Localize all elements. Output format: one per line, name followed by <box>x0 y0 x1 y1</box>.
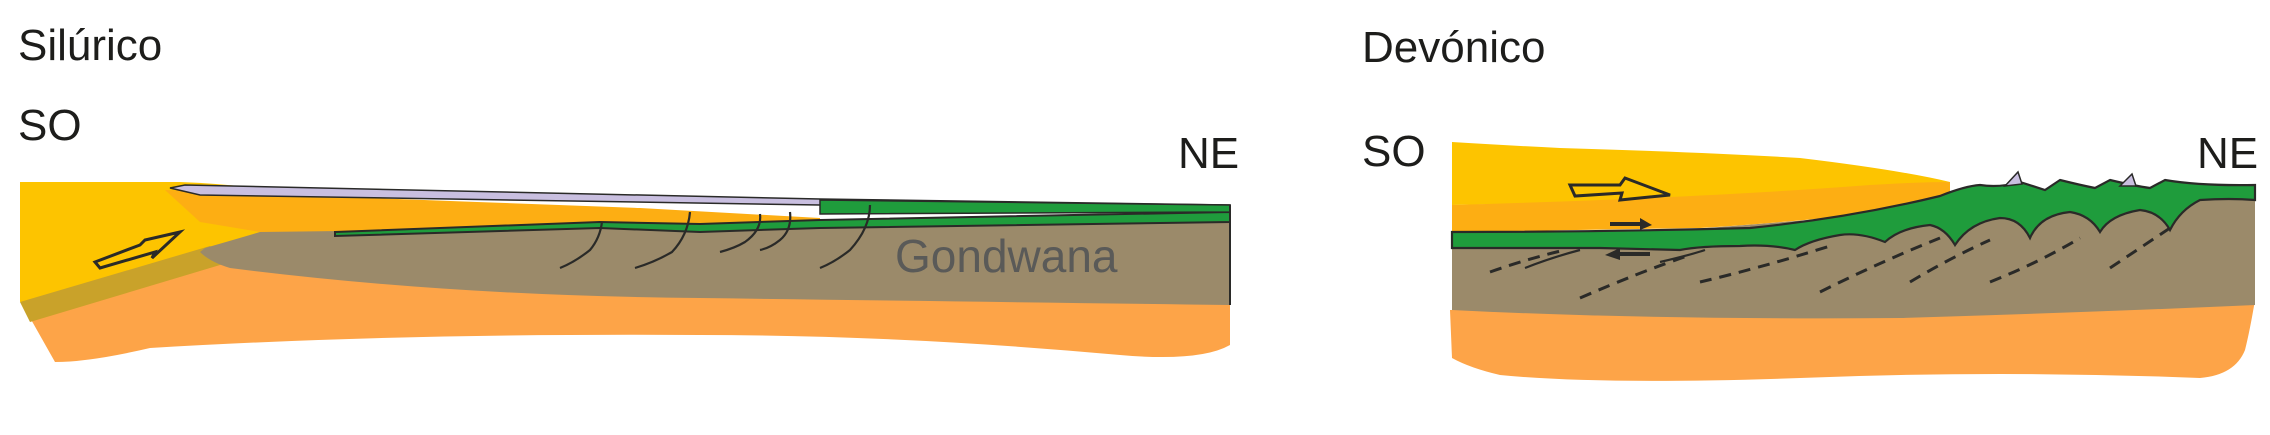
devonian-title: Devónico <box>1362 23 1545 72</box>
devonian-green-layer <box>1450 178 2257 252</box>
silurian-title: Silúrico <box>18 21 162 70</box>
devonian-fault-2 <box>1579 253 1691 300</box>
devonian-shear-arrow-icon <box>1567 176 1671 202</box>
silurian-right-label: NE <box>1178 129 1239 178</box>
silurian-orange-wedge <box>165 190 820 232</box>
devonian-right-label: NE <box>2197 129 2258 178</box>
silurian-dark-yellow-band <box>20 246 230 322</box>
silurian-fault-2 <box>634 211 692 270</box>
silurian-craton-label: Gondwana <box>895 230 1118 282</box>
silurian-basement <box>200 220 1230 305</box>
devonian-basement <box>1452 185 2255 319</box>
panel-devonian: Devónico SO NE <box>1362 23 2258 381</box>
silurian-fault-1 <box>559 221 604 270</box>
devonian-fault-7 <box>2109 226 2171 270</box>
devonian-dashed-faults <box>1489 226 2171 300</box>
silurian-fault-4 <box>759 211 792 252</box>
silurian-green-top <box>819 199 1231 215</box>
devonian-mantle-layer <box>1450 300 2255 381</box>
devonian-fault-1 <box>1489 248 1566 274</box>
silurian-fault-3 <box>719 213 762 254</box>
silurian-left-label: SO <box>18 101 82 150</box>
devonian-solid-fault-2 <box>1659 248 1706 264</box>
silurian-fault-5 <box>819 204 872 270</box>
devonian-small-arrow-right-icon <box>1610 218 1652 230</box>
devonian-fault-3 <box>1699 244 1831 284</box>
devonian-fault-4 <box>1819 236 1941 294</box>
devonian-fault-6 <box>1989 236 2081 284</box>
devonian-solid-faults <box>1524 248 1706 270</box>
silurian-thrust-faults <box>559 204 872 270</box>
devonian-fault-5 <box>1909 238 1991 284</box>
panel-silurian: Silúrico SO NE Gondwana <box>18 21 1239 362</box>
devonian-orange-band <box>1452 182 1950 232</box>
devonian-small-arrow-left-icon <box>1605 248 1650 260</box>
devonian-left-label: SO <box>1362 127 1426 176</box>
silurian-shear-arrow-icon <box>92 229 186 270</box>
devonian-lavender-tip-1 <box>2003 170 2024 187</box>
devonian-lavender-tip-2 <box>2118 172 2138 187</box>
devonian-solid-fault-1 <box>1524 248 1581 270</box>
